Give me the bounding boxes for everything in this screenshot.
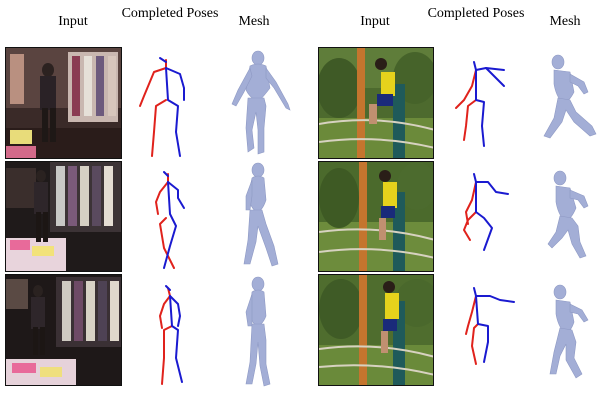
left-mesh-3 [245,276,271,387]
right-pose-3 [465,287,515,365]
right-input-frame-2 [318,161,434,272]
left-mesh-2 [243,162,279,267]
human-mesh-icon [245,276,271,387]
header-left-mesh: Mesh [238,14,270,29]
header-left-input: Input [58,14,88,29]
skeleton-pose-icon [465,287,515,365]
header-left-poses: Completed Poses [121,6,219,21]
right-mesh-1 [543,54,597,139]
header-right-mesh: Mesh [549,14,581,29]
left-pose-1 [139,57,185,157]
human-mesh-icon [543,54,597,139]
input-video-frame-icon [6,48,121,158]
skeleton-pose-icon [455,61,505,147]
right-input-frame-3 [318,274,434,386]
right-mesh-2 [547,170,589,259]
right-input-frame-1 [318,47,434,159]
header-right-poses: Completed Poses [427,6,525,21]
input-video-frame-icon [319,162,433,271]
header-right-input: Input [360,14,390,29]
input-video-frame-icon [319,48,433,158]
left-input-frame-2 [5,161,122,272]
skeleton-pose-icon [155,171,185,269]
left-input-frame-3 [5,274,122,386]
left-pose-2 [155,171,185,269]
left-pose-3 [159,285,183,385]
human-mesh-icon [243,162,279,267]
left-mesh-1 [231,50,291,155]
right-pose-2 [463,173,509,251]
human-mesh-icon [549,284,589,379]
human-mesh-icon [547,170,589,259]
input-video-frame-icon [319,275,433,385]
skeleton-pose-icon [159,285,183,385]
right-pose-1 [455,61,505,147]
human-mesh-icon [231,50,291,155]
skeleton-pose-icon [463,173,509,251]
input-video-frame-icon [6,275,121,385]
skeleton-pose-icon [139,57,185,157]
left-input-frame-1 [5,47,122,159]
input-video-frame-icon [6,162,121,271]
right-mesh-3 [549,284,589,379]
